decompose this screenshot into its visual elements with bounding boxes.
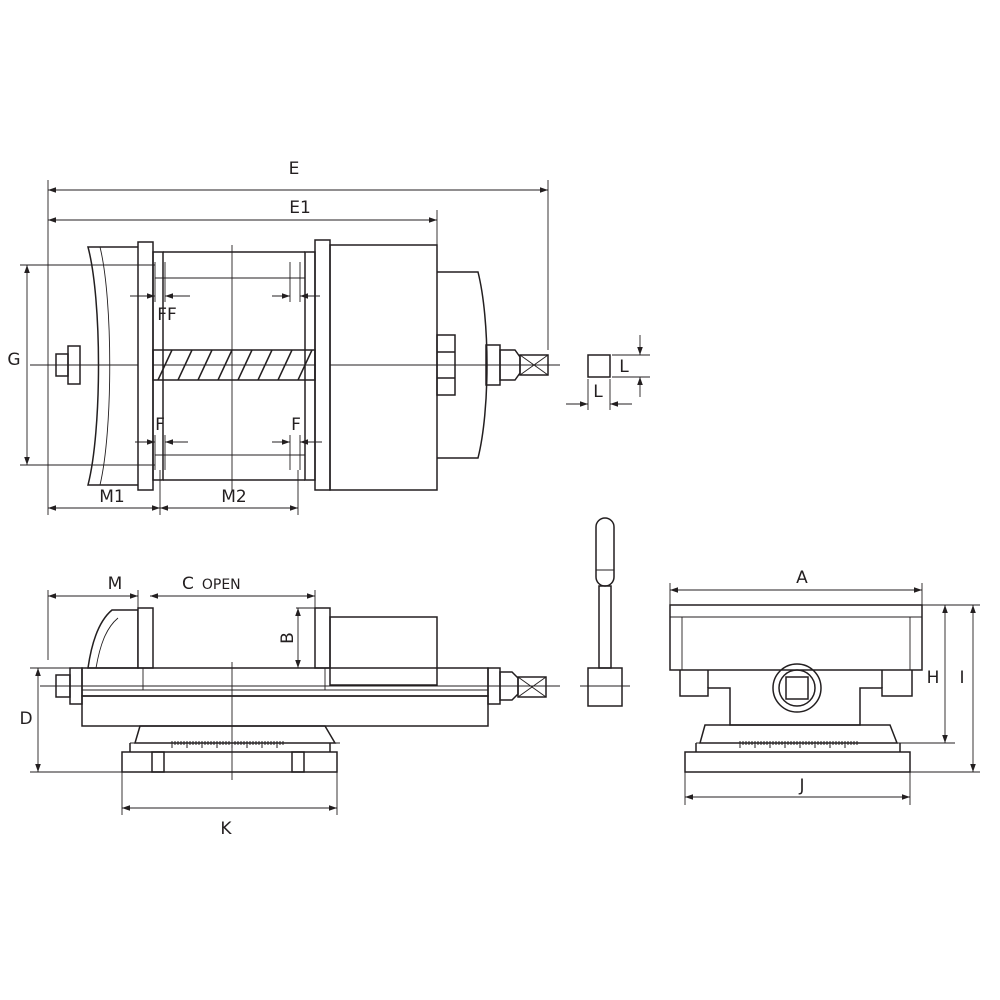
dim-label-l-vertical: L [619, 357, 629, 377]
dim-label-b: B [278, 632, 298, 644]
front-view: M C OPEN B D K [19, 574, 560, 839]
square-drive-detail: L L [566, 335, 650, 410]
dim-label-a: A [796, 568, 808, 588]
dim-label-l-horizontal: L [593, 382, 603, 402]
screw-thread [157, 349, 313, 381]
angle-scale-front [171, 741, 284, 748]
dim-label-k: K [220, 819, 232, 839]
dim-label-j: J [798, 776, 804, 796]
top-view: E E1 G FF F F M1 M2 [7, 159, 560, 515]
dim-label-g: G [7, 350, 20, 370]
dim-label-d: D [19, 709, 32, 729]
handle-view [580, 517, 630, 707]
dim-label-h: H [927, 668, 940, 688]
dim-label-m1: M1 [99, 487, 124, 507]
dim-label-i: I [959, 668, 964, 688]
dim-label-ff: FF [157, 305, 177, 325]
dim-label-c-open: C OPEN [182, 574, 241, 594]
dim-label-m2: M2 [221, 487, 246, 507]
angle-scale-side [739, 741, 858, 748]
side-view: A H I J [669, 568, 980, 805]
dim-label-m: M [108, 574, 123, 594]
dim-label-f-right: F [291, 415, 301, 435]
dim-label-e: E [289, 159, 300, 179]
dim-label-e1: E1 [289, 198, 311, 218]
dim-label-f-left: F [155, 415, 165, 435]
